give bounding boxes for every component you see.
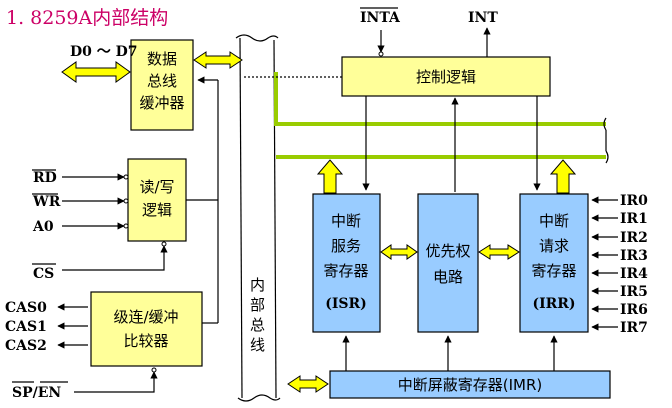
ir3-label: IR3 bbox=[620, 248, 648, 264]
isr-priority-arrow bbox=[380, 244, 418, 260]
irr-block bbox=[519, 193, 589, 333]
irr-line2: 请求 bbox=[539, 237, 569, 255]
cas1-label: CAS1 bbox=[5, 319, 47, 335]
irr-line1: 中断 bbox=[539, 212, 569, 230]
priority-line1: 优先权 bbox=[425, 242, 470, 260]
int-label: INT bbox=[468, 10, 498, 26]
inta-pin bbox=[378, 51, 384, 57]
data-buffer-line2: 总线 bbox=[147, 72, 177, 90]
irr-line4: (IRR) bbox=[532, 296, 575, 312]
inta-label: INTA bbox=[360, 10, 401, 26]
cs-label: CS bbox=[33, 266, 54, 282]
imr-label: 中断屏蔽寄存器(IMR) bbox=[398, 376, 543, 394]
sp-en-label: SP/EN bbox=[12, 385, 61, 401]
ir6-label: IR6 bbox=[620, 302, 648, 318]
wr-pin bbox=[123, 198, 129, 204]
diagram-title: 1. 8259A内部结构 bbox=[6, 7, 168, 29]
internal-bus-left-edge bbox=[239, 37, 243, 399]
data-buffer-line3: 缓冲器 bbox=[139, 94, 184, 112]
upper-green-bus bbox=[274, 72, 606, 126]
control-logic-label: 控制逻辑 bbox=[416, 68, 476, 86]
priority-line2: 电路 bbox=[433, 268, 463, 286]
internal-bus-bottom-wave bbox=[237, 394, 281, 402]
data-buffer-line1: 数据 bbox=[147, 50, 177, 68]
bus-break-lower bbox=[605, 150, 609, 164]
cas2-label: CAS2 bbox=[5, 338, 47, 354]
data-buffer-block bbox=[130, 39, 194, 131]
sp-en-arrow bbox=[74, 371, 158, 393]
isr-line3: 寄存器 bbox=[323, 262, 368, 280]
cascade-block bbox=[90, 291, 203, 367]
imr-bus-arrow bbox=[287, 375, 329, 393]
internal-bus-top-wave bbox=[235, 34, 279, 42]
internal-bus-char-1: 内 bbox=[250, 276, 265, 294]
sp-en-pin bbox=[151, 367, 157, 373]
rd-pin bbox=[123, 174, 129, 180]
internal-bus-char-2: 部 bbox=[250, 296, 265, 314]
rw-logic-line2: 逻辑 bbox=[142, 201, 172, 219]
isr-block bbox=[312, 193, 381, 333]
isr-line2: 服务 bbox=[331, 237, 361, 255]
a0-pin bbox=[123, 223, 129, 229]
isr-bus-arrow bbox=[316, 159, 344, 194]
priority-block bbox=[417, 193, 479, 333]
irr-bus-arrow bbox=[549, 159, 577, 194]
rd-label: RD bbox=[33, 170, 57, 186]
cascade-line1: 级连/缓冲 bbox=[113, 308, 178, 326]
cs-arrow bbox=[62, 245, 168, 271]
d0-d7-label: D0 ～ D7 bbox=[70, 44, 138, 60]
isr-line1: 中断 bbox=[331, 212, 361, 230]
ir4-label: IR4 bbox=[620, 266, 648, 282]
d0-d7-arrow bbox=[61, 61, 131, 83]
ir0-label: IR0 bbox=[620, 193, 648, 209]
ir1-label: IR1 bbox=[620, 211, 648, 227]
cs-pin bbox=[161, 241, 167, 247]
wr-label: WR bbox=[32, 194, 61, 210]
cascade-line2: 比较器 bbox=[123, 332, 168, 350]
priority-irr-arrow bbox=[478, 244, 520, 260]
rw-logic-line1: 读/写 bbox=[139, 178, 174, 196]
bus-break-upper bbox=[603, 117, 607, 131]
ir7-label: IR7 bbox=[620, 320, 648, 336]
internal-bus-char-3: 总 bbox=[250, 316, 265, 334]
ir5-label: IR5 bbox=[620, 284, 648, 300]
data-buffer-bus-arrow bbox=[193, 51, 243, 69]
ir2-label: IR2 bbox=[620, 230, 648, 246]
rw-logic-block bbox=[127, 158, 187, 242]
control-logic-block bbox=[341, 56, 551, 97]
internal-bus-char-4: 线 bbox=[250, 336, 265, 354]
ir-inputs: IR0 IR1 IR2 IR3 IR4 IR5 IR6 IR7 bbox=[591, 193, 648, 336]
cas0-label: CAS0 bbox=[5, 300, 47, 316]
a0-label: A0 bbox=[32, 219, 54, 235]
isr-line4: (ISR) bbox=[325, 296, 367, 312]
imr-block bbox=[329, 370, 611, 399]
irr-line3: 寄存器 bbox=[531, 262, 576, 280]
